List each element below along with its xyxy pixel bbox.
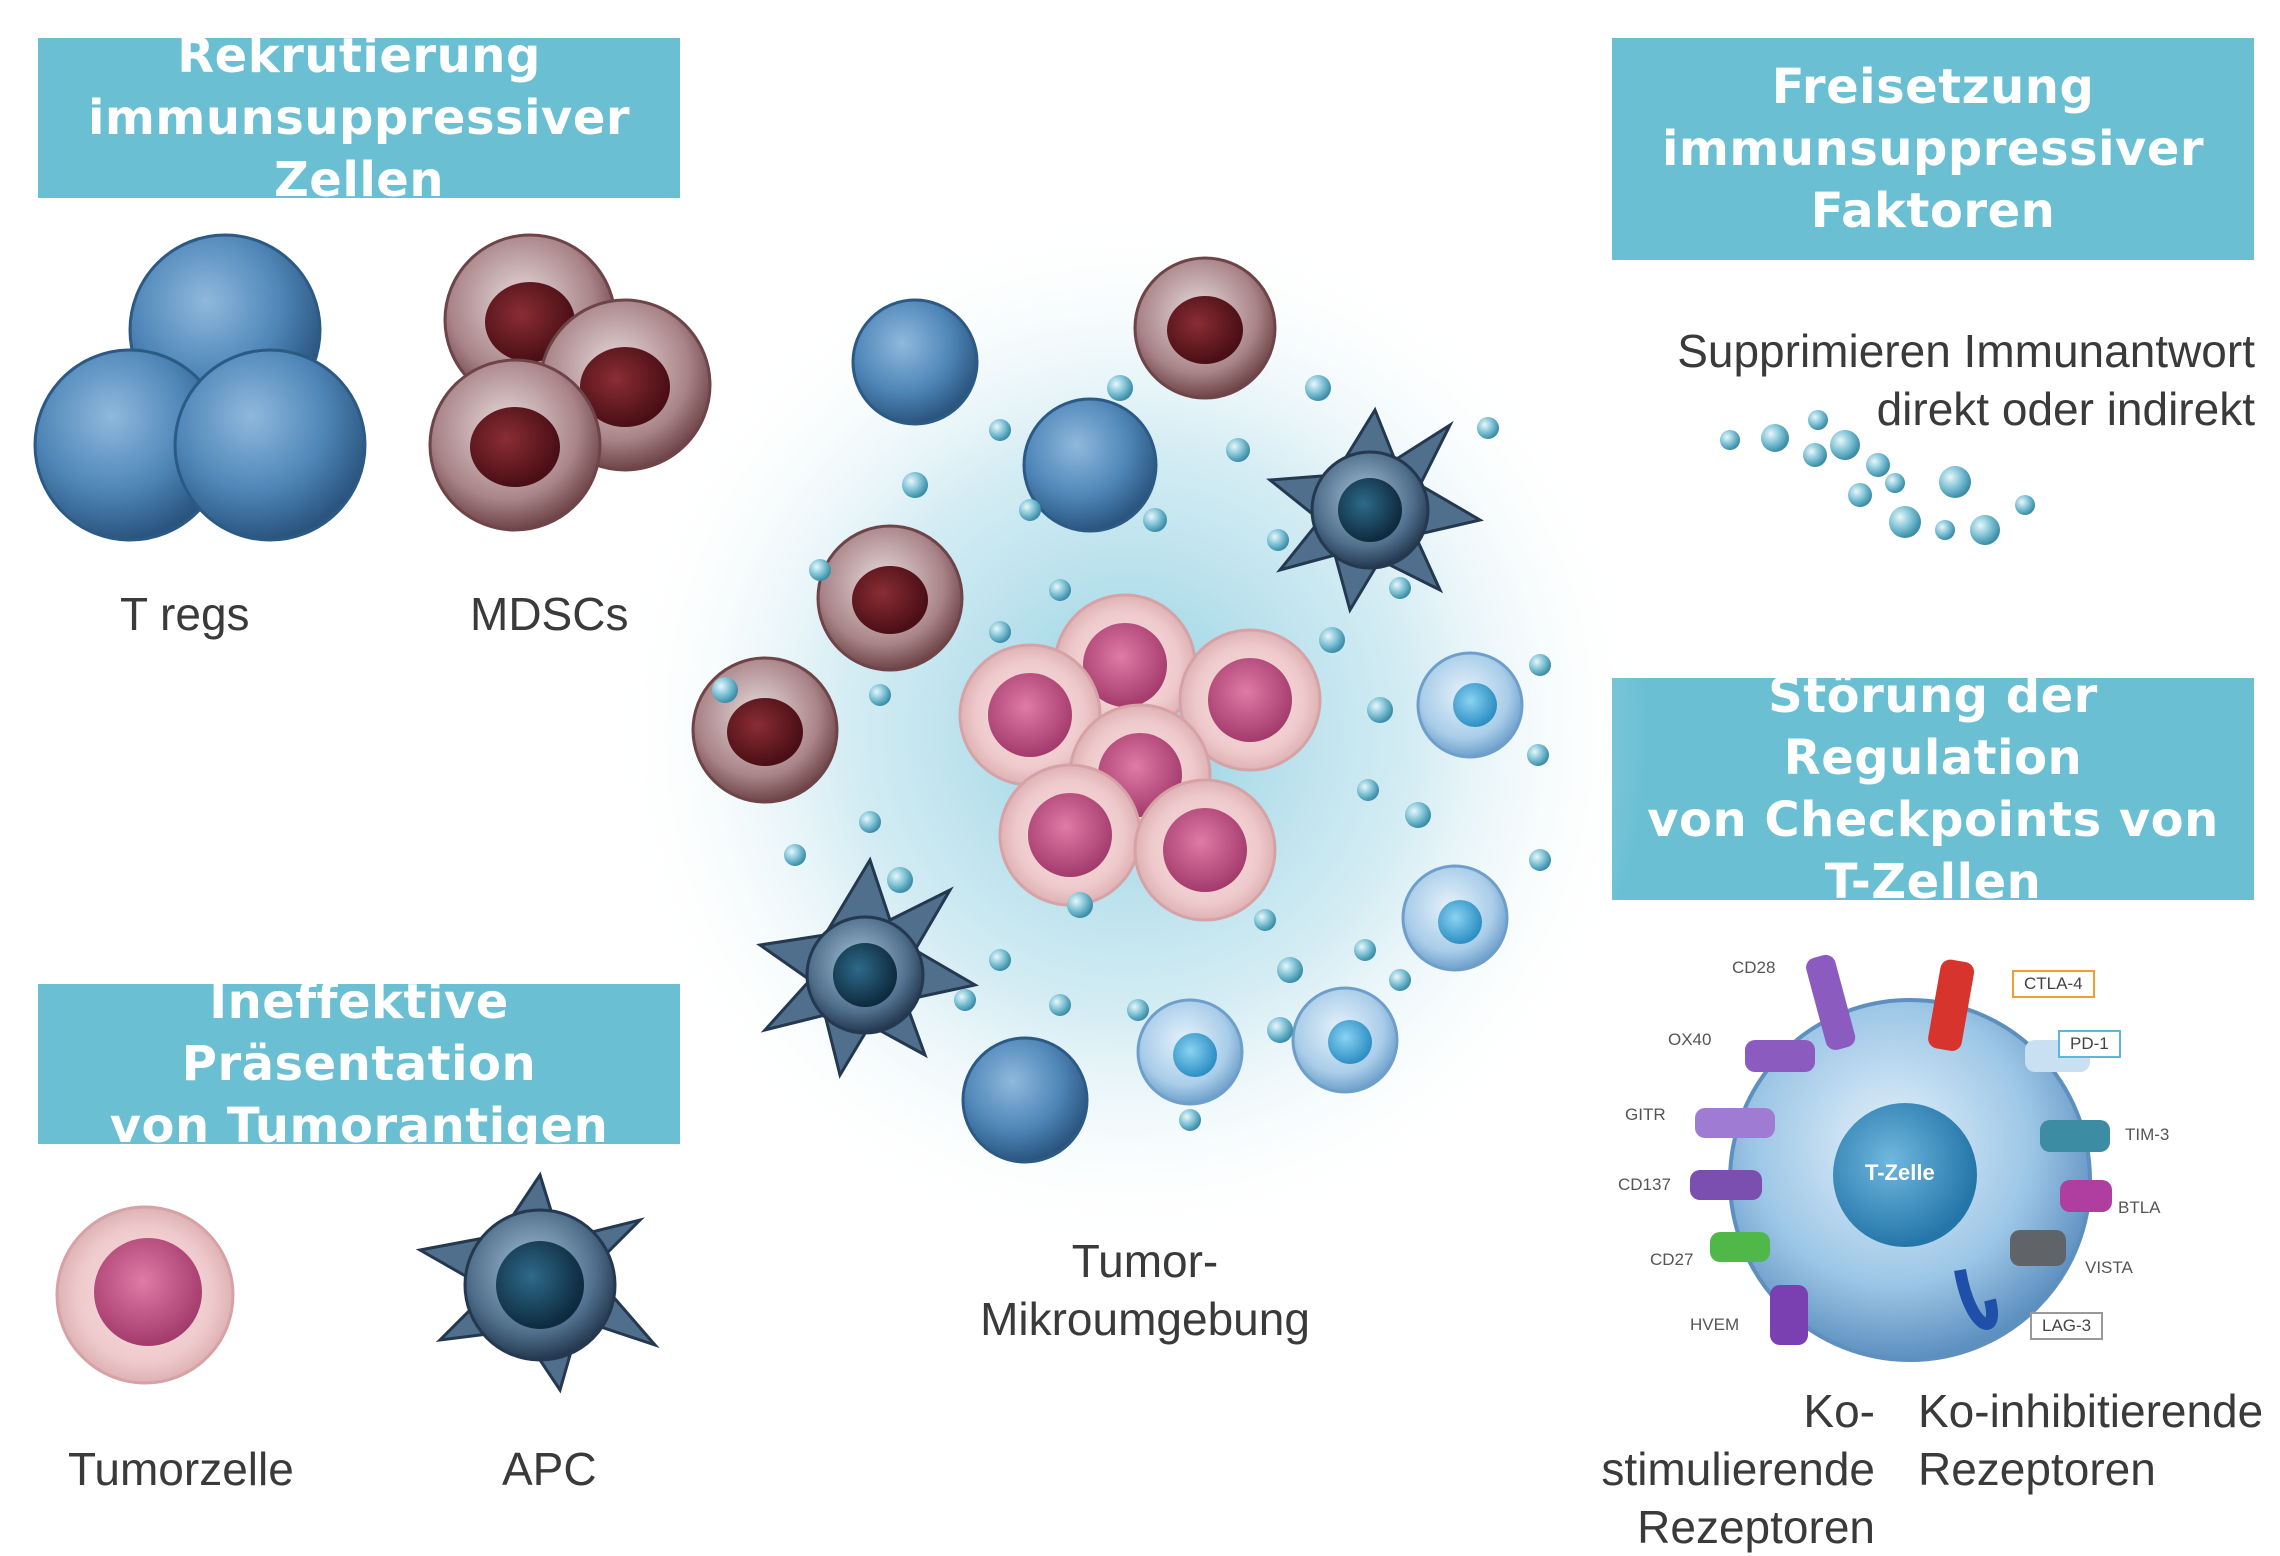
tumor-cell-example [55,1205,235,1385]
central-tumor-cluster [958,593,1322,922]
label-microenvironment-line2: Mikroumgebung [980,1293,1310,1345]
label-t-cell: T-Zelle [1865,1160,1935,1185]
receptor-btla: BTLA [2118,1198,2161,1217]
banner-checkpoint-line1: Störung der Regulation [1768,668,2098,786]
label-suppress-line1: Supprimieren Immunantwort [1677,325,2255,377]
receptor-cd27: CD27 [1650,1250,1694,1269]
receptor-cd28: CD28 [1732,958,1776,977]
banner-presentation-line2: von Tumorantigen [109,1098,609,1154]
label-suppress-line2: direkt oder indirekt [1876,383,2255,435]
central-factor-beads [712,375,1551,1131]
banner-recruitment-line2: immunsuppressiver Zellen [87,90,631,208]
label-tregs: T regs [120,588,250,640]
receptor-cd137: CD137 [1618,1175,1671,1194]
label-co-inhibitory-line1: Ko-inhibitierende [1918,1385,2264,1437]
label-co-stimulatory-line1: Ko-stimulierende [1601,1385,1875,1495]
receptor-ox40: OX40 [1668,1030,1712,1049]
receptor-hvem: HVEM [1690,1315,1740,1334]
banner-checkpoint-line3: T-Zellen [1824,854,2042,910]
big-t-cell [1728,998,2092,1362]
central-tregs [851,298,1158,1164]
banner-release: Freisetzung immunsuppressiver Faktoren [1612,38,2254,260]
central-t-cells [1136,651,1524,1106]
label-tumor-cell: Tumorzelle [68,1443,294,1495]
label-co-inhibitory: Ko-inhibitierende Rezeptoren [1918,1382,2278,1498]
central-apcs [756,406,1485,1079]
receptor-gitr: GITR [1625,1105,1666,1124]
treg-cluster [33,233,367,542]
label-mdscs: MDSCs [470,588,629,640]
apc-example [415,1171,660,1394]
label-co-stimulatory-line2: Rezeptoren [1637,1501,1875,1553]
banner-checkpoint-line2: von Checkpoints von [1647,792,2219,848]
banner-checkpoint: Störung der Regulation von Checkpoints v… [1612,668,2254,910]
stimulatory-receptors [1690,954,1856,1345]
label-co-stimulatory: Ko-stimulierende Rezeptoren [1535,1382,1875,1556]
diagram-illustration [33,210,2112,1394]
receptor-ctla4: CTLA-4 [2012,970,2095,998]
mdsc-cluster [428,233,712,532]
release-factor-beads [1720,410,2035,545]
label-apc: APC [502,1443,597,1495]
receptor-tim3: TIM-3 [2125,1125,2170,1144]
banner-presentation: Ineffektive Präsentation von Tumorantige… [38,974,680,1154]
receptor-lag3: LAG-3 [2030,1312,2104,1340]
label-suppress: Supprimieren Immunantwort direkt oder in… [1600,322,2255,438]
inhibitory-receptors [1928,959,2112,1330]
banner-release-line1: Freisetzung [1771,59,2095,115]
banner-release-line3: Faktoren [1810,183,2056,239]
banner-recruitment: Rekrutierung immunsuppressiver Zellen [38,28,680,208]
label-microenvironment: Tumor- Mikroumgebung [960,1232,1330,1348]
central-mdscs [691,256,1277,804]
label-co-inhibitory-line2: Rezeptoren [1918,1443,2156,1495]
label-microenvironment-line1: Tumor- [1071,1235,1219,1287]
receptor-pd1: PD-1 [2058,1030,2121,1058]
banner-presentation-line1: Ineffektive Präsentation [181,974,537,1092]
receptor-vista: VISTA [2085,1258,2133,1277]
banner-recruitment-line1: Rekrutierung [177,28,541,84]
banner-release-line2: immunsuppressiver [1661,121,2205,177]
